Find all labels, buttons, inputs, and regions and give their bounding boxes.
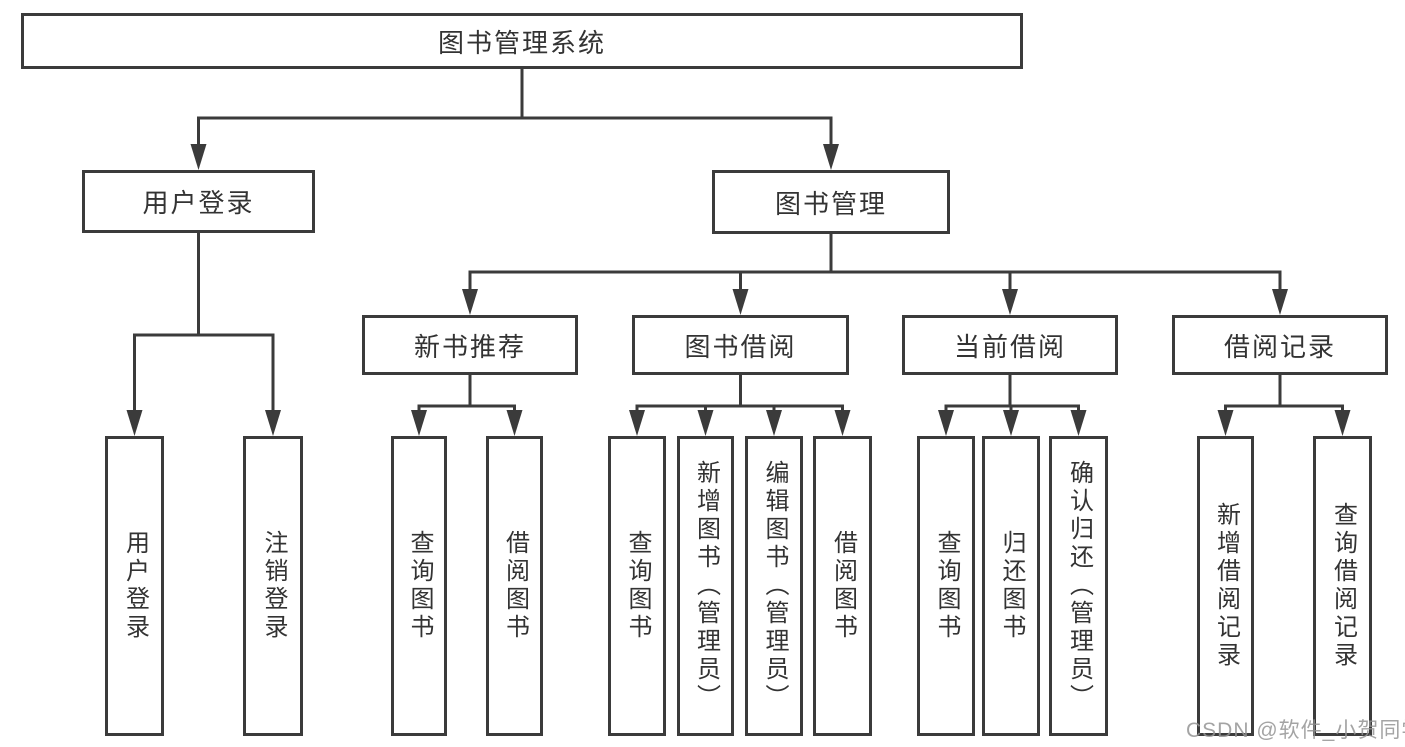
- node-label: 图书借阅: [684, 331, 797, 362]
- node-label: 用户登录: [142, 188, 255, 218]
- leaf-recommend-query-books: 查询图书: [391, 436, 447, 736]
- node-borrow-records: 借阅记录: [1172, 315, 1388, 375]
- leaf-recommend-borrow-books: 借阅图书: [486, 436, 543, 736]
- leaf-borrow-add-books-admin: 新增图书（管理员）: [677, 436, 734, 736]
- node-system-root: 图书管理系统: [21, 13, 1023, 69]
- watermark: CSDN @软件_小贺同学: [1186, 719, 1405, 742]
- node-label: 借阅记录: [1223, 331, 1336, 362]
- leaf-label: 注销登录: [260, 530, 287, 642]
- node-book-borrow: 图书借阅: [632, 315, 849, 375]
- leaf-label: 查询借阅记录: [1329, 502, 1357, 670]
- leaf-label: 确认归还（管理员）: [1065, 460, 1093, 712]
- leaf-label: 查询图书: [624, 530, 651, 642]
- node-label: 当前借阅: [953, 331, 1066, 362]
- leaf-borrow-borrow-books: 借阅图书: [813, 436, 872, 736]
- leaf-borrow-query-books: 查询图书: [608, 436, 666, 736]
- leaf-records-add-record: 新增借阅记录: [1197, 436, 1254, 736]
- leaf-current-query-books: 查询图书: [917, 436, 975, 736]
- leaf-user-login: 用户登录: [105, 436, 164, 736]
- node-current-borrow: 当前借阅: [902, 315, 1118, 375]
- leaf-label: 用户登录: [121, 530, 149, 642]
- leaf-label: 新增借阅记录: [1212, 502, 1240, 670]
- node-new-book-recommend: 新书推荐: [362, 315, 578, 375]
- leaf-label: 编辑图书（管理员）: [761, 460, 788, 712]
- leaf-label: 借阅图书: [501, 530, 529, 642]
- node-label: 图书管理: [774, 188, 887, 219]
- leaf-logout: 注销登录: [243, 436, 303, 736]
- leaf-current-confirm-return-admin: 确认归还（管理员）: [1049, 436, 1108, 736]
- leaf-borrow-edit-books-admin: 编辑图书（管理员）: [745, 436, 803, 736]
- node-user-login: 用户登录: [82, 170, 315, 233]
- node-label: 图书管理系统: [437, 27, 606, 58]
- leaf-current-return-books: 归还图书: [982, 436, 1040, 736]
- node-book-management: 图书管理: [712, 170, 950, 234]
- node-label: 新书推荐: [413, 331, 526, 362]
- leaf-records-query-record: 查询借阅记录: [1313, 436, 1372, 736]
- leaf-label: 新增图书（管理员）: [692, 460, 720, 712]
- leaf-label: 借阅图书: [829, 530, 857, 642]
- leaf-label: 归还图书: [998, 530, 1025, 642]
- leaf-label: 查询图书: [406, 530, 433, 642]
- leaf-label: 查询图书: [933, 530, 960, 642]
